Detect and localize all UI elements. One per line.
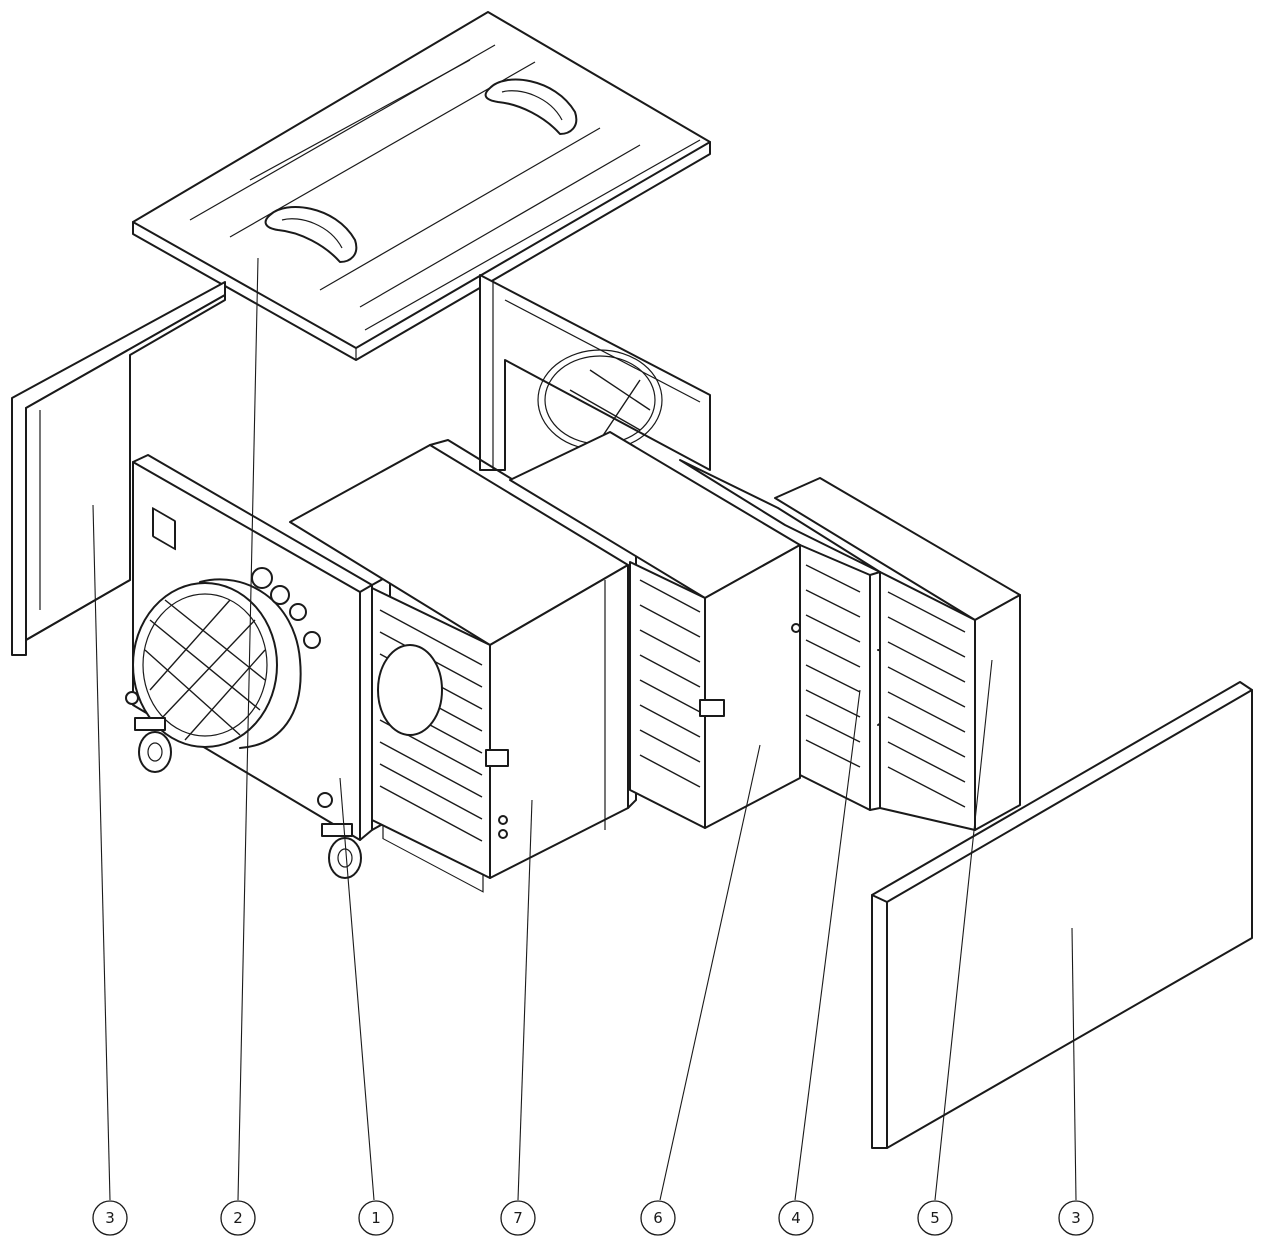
filter-module-6 [509,431,801,829]
top-cover-panel [132,11,711,361]
inlet-collar [132,578,302,749]
filter-module-5 [774,477,1021,831]
filter-4-grille [805,564,861,768]
filter-5-grille [887,591,966,808]
filter-6-grille [639,579,701,788]
callout-1-label: 3 [105,1209,115,1227]
callout-5: 6 [640,1200,676,1236]
callout-6-label: 4 [791,1209,801,1227]
callout-1: 3 [92,1200,128,1236]
side-panel-left [11,281,226,656]
callout-6: 4 [778,1200,814,1236]
caster-front [134,717,172,773]
callout-8: 3 [1058,1200,1094,1236]
side-panel-right [871,681,1253,1149]
callout-2-label: 2 [233,1209,243,1227]
callout-7: 5 [917,1200,953,1236]
callout-7-label: 5 [930,1209,940,1227]
fan-grille [377,609,483,842]
handle-right [484,78,578,135]
callout-4: 7 [500,1200,536,1236]
fan-module [289,439,637,879]
callout-8-label: 3 [1071,1209,1081,1227]
callout-4-label: 7 [513,1209,523,1227]
handle-left [264,206,358,263]
leader-lines [92,257,1077,1201]
caster-rear [321,823,362,879]
callout-5-label: 6 [653,1209,663,1227]
callout-2: 2 [220,1200,256,1236]
callout-3: 1 [358,1200,394,1236]
callout-3-label: 1 [371,1209,381,1227]
